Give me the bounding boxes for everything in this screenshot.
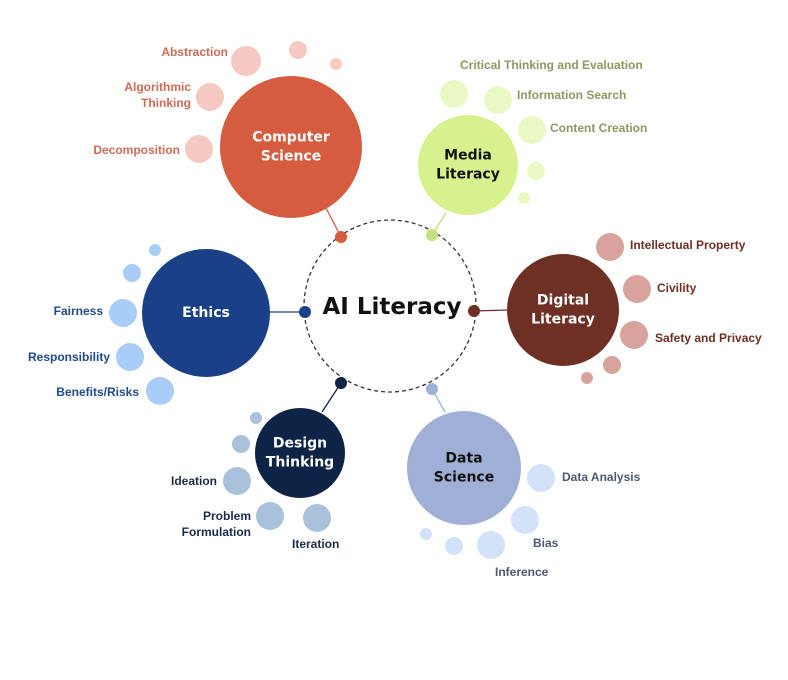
computer-science-subtopic-label: Decomposition (93, 143, 180, 157)
design-thinking-bubble (223, 467, 251, 495)
media-literacy-hub-dot (426, 229, 438, 241)
computer-science-bubble (330, 58, 342, 70)
digital-literacy-bubble (623, 275, 651, 303)
digital-literacy-label: Literacy (531, 312, 595, 328)
media-literacy-bubble (518, 192, 530, 204)
design-thinking-bubble (232, 435, 250, 453)
media-literacy-bubble (518, 116, 546, 144)
ethics-subtopic-label: Benefits/Risks (56, 385, 139, 399)
hub-title: AI Literacy (323, 294, 462, 320)
computer-science-label: Computer (252, 130, 330, 146)
ethics-bubble (123, 264, 141, 282)
data-science-label: Science (434, 470, 494, 486)
digital-literacy-node (507, 254, 619, 366)
media-literacy-bubble (527, 162, 545, 180)
design-thinking-bubble (303, 504, 331, 532)
data-science-bubble (420, 528, 432, 540)
ethics-bubble (149, 244, 161, 256)
data-science-bubble (511, 506, 539, 534)
data-science-bubble (445, 537, 463, 555)
data-science-label: Data (445, 451, 482, 467)
design-thinking-subtopic-label: Ideation (171, 474, 217, 488)
ethics-group: Ethics FairnessResponsibilityBenefits/Ris… (28, 244, 270, 405)
computer-science-bubble (196, 83, 224, 111)
hub: AI Literacy (299, 219, 480, 395)
design-thinking-group: DesignThinkingIdeationProblemFormulation… (171, 408, 345, 551)
design-thinking-hub-dot (335, 377, 347, 389)
digital-literacy-subtopic-label: Civility (657, 281, 697, 295)
ethics-bubble (109, 299, 137, 327)
digital-literacy-hub-dot (468, 305, 480, 317)
digital-literacy-bubble (596, 233, 624, 261)
data-science-bubble (527, 464, 555, 492)
design-thinking-label: Thinking (266, 455, 334, 471)
design-thinking-subtopic-label: Iteration (292, 537, 339, 551)
digital-literacy-bubble (620, 321, 648, 349)
data-science-hub-dot (426, 383, 438, 395)
data-science-bubble (477, 531, 505, 559)
digital-literacy-bubble (581, 372, 593, 384)
data-science-subtopic-label: Bias (533, 536, 559, 550)
media-literacy-subtopic-label: Content Creation (550, 121, 647, 135)
design-thinking-label: Design (273, 436, 327, 452)
computer-science-bubble (289, 41, 307, 59)
media-literacy-label: Media (444, 148, 492, 164)
data-science-node (407, 411, 521, 525)
media-literacy-bubble (440, 80, 468, 108)
computer-science-subtopic-label: Thinking (141, 96, 191, 110)
computer-science-node (220, 76, 362, 218)
design-thinking-bubble (250, 412, 262, 424)
digital-literacy-subtopic-label: Safety and Privacy (655, 331, 762, 345)
computer-science-hub-dot (335, 231, 347, 243)
media-literacy-subtopic-label: Information Search (517, 88, 626, 102)
media-literacy-label: Literacy (436, 167, 500, 183)
media-literacy-subtopic-label: Critical Thinking and Evaluation (460, 58, 643, 72)
digital-literacy-subtopic-label: Intellectual Property (630, 238, 746, 252)
ethics-subtopic-label: Responsibility (28, 350, 110, 364)
computer-science-subtopic-label: Algorithmic (124, 80, 191, 94)
data-science-subtopic-label: Data Analysis (562, 470, 641, 484)
ethics-bubble (116, 343, 144, 371)
media-literacy-bubble (484, 86, 512, 114)
digital-literacy-bubble (603, 356, 621, 374)
computer-science-bubble (231, 46, 261, 76)
ethics-hub-dot (299, 306, 311, 318)
data-science-subtopic-label: Inference (495, 565, 549, 579)
design-thinking-subtopic-label: Formulation (182, 525, 251, 539)
ethics-subtopic-label: Fairness (54, 304, 104, 318)
design-thinking-bubble (256, 502, 284, 530)
design-thinking-subtopic-label: Problem (203, 509, 251, 523)
design-thinking-node (255, 408, 345, 498)
computer-science-label: Science (261, 149, 321, 165)
computer-science-bubble (185, 135, 213, 163)
computer-science-subtopic-label: Abstraction (161, 45, 228, 59)
media-literacy-node (418, 115, 518, 215)
ethics-label: Ethics (182, 305, 230, 321)
ethics-node (142, 249, 270, 377)
ethics-bubble (146, 377, 174, 405)
digital-literacy-label: Digital (537, 293, 589, 309)
